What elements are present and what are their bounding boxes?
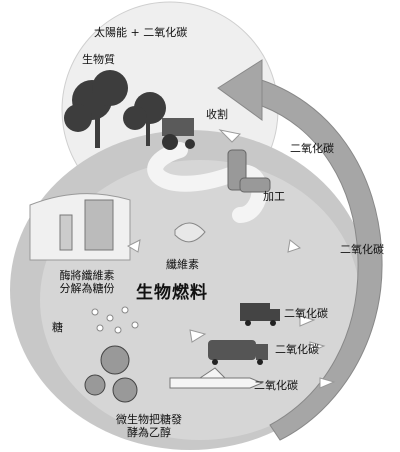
label-harvest: 收割 xyxy=(206,108,228,121)
sugar-molecules xyxy=(91,306,139,334)
tractor-illustration xyxy=(162,118,195,150)
label-co2-2: 二氧化碳 xyxy=(340,243,384,256)
label-microbe-line1: 微生物把糖發 xyxy=(116,413,182,426)
cycle-arrow-head xyxy=(217,59,263,121)
label-co2-truck: 二氧化碳 xyxy=(284,307,328,320)
flow-arrows xyxy=(126,129,336,389)
label-enzyme-line1: 酶將纖維素 xyxy=(59,269,115,282)
label-biomass: 生物質 xyxy=(82,53,115,66)
processing-pipes xyxy=(227,149,271,193)
label-co2-1: 二氧化碳 xyxy=(290,142,334,155)
label-biofuel-title: 生物燃料 xyxy=(136,283,208,303)
trees-illustration xyxy=(64,70,166,148)
cycle-arrow xyxy=(254,77,383,441)
cellulose-molecule xyxy=(174,222,206,243)
label-sugar: 糖 xyxy=(52,321,63,334)
label-microbe-line2: 酵為乙醇 xyxy=(127,426,171,439)
label-co2-tanker: 二氧化碳 xyxy=(275,343,319,356)
label-enzyme-line2: 分解為糖份 xyxy=(59,282,115,295)
truck-illustration xyxy=(240,303,280,326)
label-microbe: 微生物把糖發 酵為乙醇 xyxy=(110,413,188,439)
tanker-truck-illustration xyxy=(208,340,268,365)
label-process: 加工 xyxy=(263,190,285,203)
label-cellulose: 纖維素 xyxy=(166,258,199,271)
label-solar-co2: 太陽能 + 二氧化碳 xyxy=(94,26,188,39)
airplane-illustration xyxy=(169,367,264,389)
microbe-illustrations xyxy=(84,345,138,403)
label-enzyme: 酶將纖維素 分解為糖份 xyxy=(52,269,122,295)
refinery-illustration xyxy=(29,193,131,261)
label-co2-plane: 二氧化碳 xyxy=(254,379,298,392)
